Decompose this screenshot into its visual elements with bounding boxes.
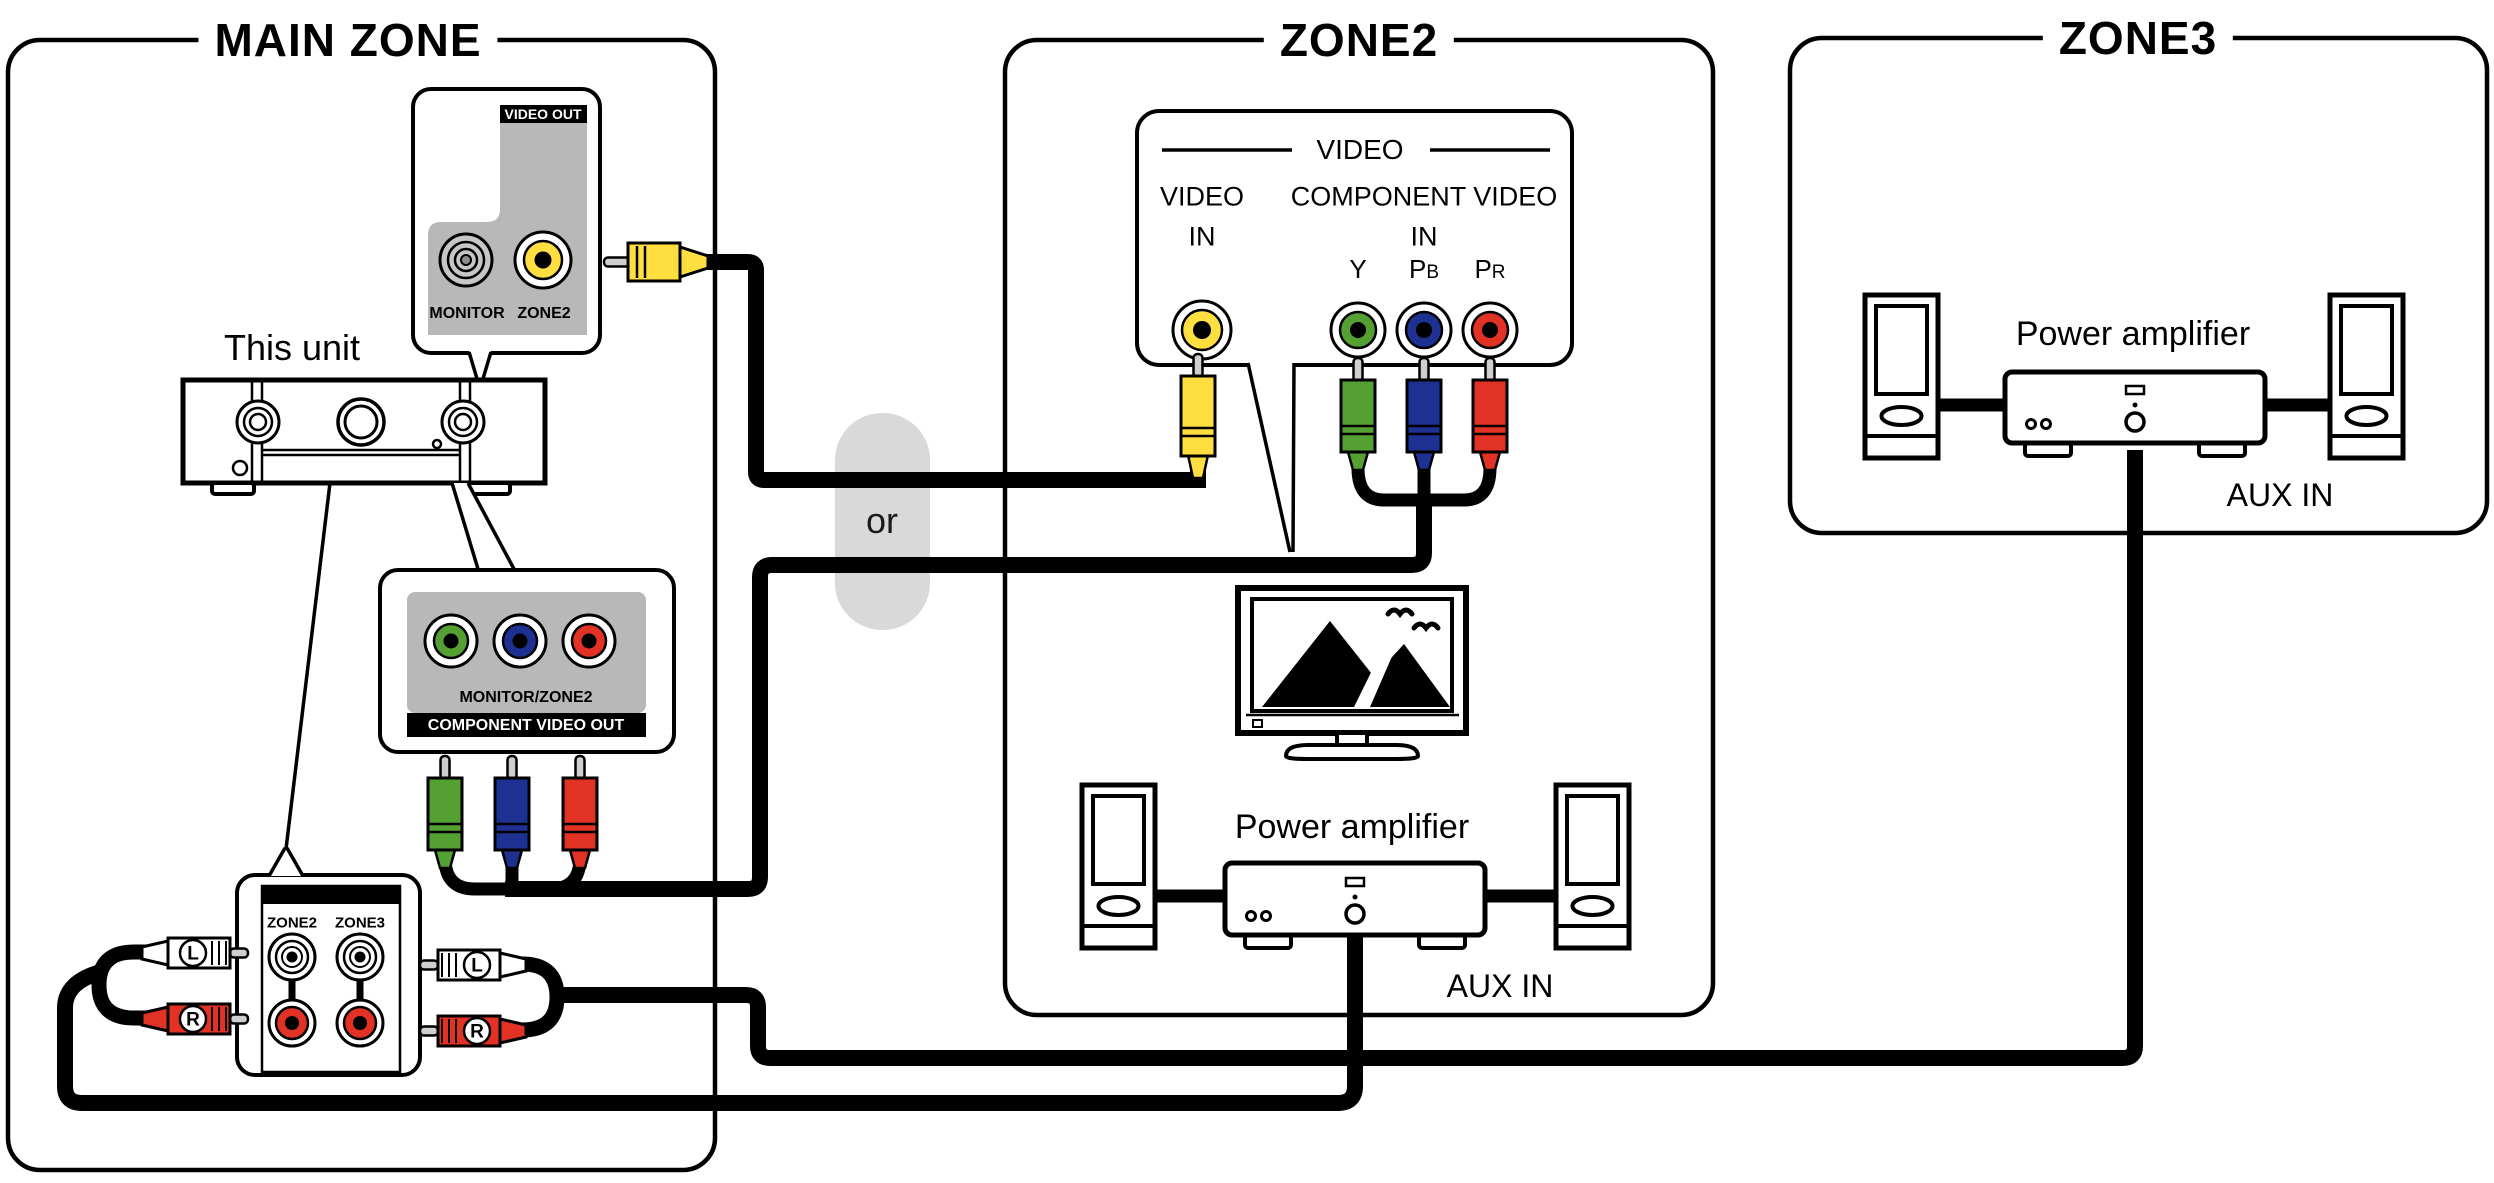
- video-out-chip-bg: [500, 105, 587, 123]
- audio-panel-top-bar: [262, 886, 400, 904]
- component-plug-green: [426, 754, 464, 870]
- tv-picture: [1262, 607, 1450, 707]
- zone2-video-header: VIDEO: [1316, 134, 1404, 165]
- zone2-plug-blue: [1405, 356, 1443, 472]
- video-out-callout-pointer: [467, 351, 493, 383]
- zone2-video-in-jack: [1171, 299, 1233, 361]
- component-panel-line1: MONITOR/ZONE2: [459, 689, 593, 706]
- zone3-power-amplifier-label: Power amplifier: [2015, 315, 2251, 353]
- component-out-chip-bg: [407, 713, 646, 737]
- zone2-power-amplifier-label: Power amplifier: [1234, 808, 1470, 846]
- audio-plug-l-left: [140, 936, 250, 970]
- y-jack-label: Y: [1349, 254, 1367, 284]
- zone2-video-in-line1: VIDEO: [1159, 181, 1245, 212]
- right-plug-r-letter: R: [470, 1021, 484, 1043]
- zone2-left-speaker: [1079, 782, 1158, 951]
- zone2-component-line1: COMPONENT VIDEO: [1290, 181, 1558, 212]
- component-out-jack-pr: [561, 613, 617, 669]
- zone2-component-jack-pb: [1395, 301, 1453, 359]
- audio-plug-r-right: [418, 1014, 528, 1048]
- pr-sub: R: [1491, 262, 1506, 283]
- audio-plug-r-left: [140, 1002, 250, 1036]
- zone2-component-jack-y: [1329, 301, 1387, 359]
- pb-sub: B: [1426, 262, 1440, 283]
- audio-plugs-left-pair: [140, 936, 250, 1036]
- zone2-video-out-jack: [513, 230, 573, 290]
- yellow-rca-plug-main: [602, 241, 710, 283]
- tv: [1235, 585, 1469, 761]
- audio-panel-zone3-label: ZONE3: [334, 914, 386, 932]
- zone2-audio-jack-r: [267, 998, 317, 1048]
- receiver-knob-left: [235, 399, 281, 445]
- left-plug-r-letter: R: [186, 1009, 200, 1031]
- zone3-audio-cable: [557, 450, 2143, 1066]
- zone2-jack-label: ZONE2: [517, 305, 571, 322]
- pr-jack-label: PR: [1474, 256, 1505, 282]
- left-plug-l-letter: L: [187, 943, 199, 965]
- pb-jack-label: PB: [1409, 256, 1439, 282]
- receiver-knob-right: [440, 399, 486, 445]
- zone2-component-jack-pr: [1461, 301, 1519, 359]
- audio-out-panel: [235, 847, 422, 1077]
- zone2-panel-callout-pointer: [1246, 362, 1296, 553]
- pb-main: P: [1408, 254, 1427, 284]
- bird-icon: [1411, 621, 1441, 633]
- or-pill: [835, 413, 930, 630]
- zone3-audio-jack-l: [335, 932, 385, 982]
- component-panel-chip: COMPONENT VIDEO OUT: [427, 717, 625, 734]
- monitor-jack-label: MONITOR: [429, 305, 505, 322]
- zone3-left-speaker: [1862, 292, 1941, 461]
- zone2-video-in-line2: IN: [1188, 221, 1216, 252]
- right-plug-l-letter: L: [471, 955, 483, 977]
- pr-main: P: [1474, 254, 1492, 284]
- zone3-right-speaker: [2327, 292, 2406, 461]
- zone2-audio-jack-l: [267, 932, 317, 982]
- yellow-rca-plug-zone2: [1179, 352, 1217, 480]
- this-unit-label: This unit: [223, 327, 361, 368]
- receiver-knob-center: [336, 397, 386, 447]
- zone2-power-amplifier: [1222, 860, 1488, 950]
- zone2-plug-red: [1471, 356, 1509, 472]
- composite-video-cable: [704, 254, 1206, 488]
- audio-panel-zone2-label: ZONE2: [266, 914, 318, 932]
- zone2-plug-green: [1339, 356, 1377, 472]
- component-out-jack-pb: [492, 613, 548, 669]
- video-out-panel: [411, 87, 602, 383]
- component-plugs-main: [426, 754, 599, 870]
- audio-panel-callout-pointer: [267, 847, 305, 877]
- zone2-audio-cable: [57, 930, 1363, 1111]
- component-out-panel: [378, 568, 676, 754]
- bird-icon: [1385, 607, 1415, 619]
- cables: [57, 254, 2332, 1111]
- zone2-title: ZONE2: [1263, 17, 1455, 63]
- component-out-jack-y: [423, 613, 479, 669]
- zone3-aux-in-label: AUX IN: [2226, 477, 2334, 513]
- receiver-to-component-callout: [450, 482, 516, 570]
- component-plug-red: [561, 754, 599, 870]
- audio-plug-l-right: [418, 948, 528, 982]
- receiver-to-audio-callout-line: [284, 482, 332, 850]
- zone3-power-amplifier: [2002, 369, 2268, 458]
- zone2-component-line2: IN: [1410, 221, 1438, 252]
- receiver-unit: [180, 377, 548, 496]
- zone3-title: ZONE3: [2042, 15, 2234, 61]
- zone2-right-speaker: [1553, 782, 1632, 951]
- component-plug-blue: [493, 754, 531, 870]
- component-plugs-zone2: [1339, 356, 1509, 472]
- or-label: or: [865, 500, 899, 541]
- zone3-audio-jack-r: [335, 998, 385, 1048]
- video-out-chip: VIDEO OUT: [504, 106, 582, 122]
- monitor-out-jack: [438, 232, 494, 288]
- main-zone-title: MAIN ZONE: [198, 17, 498, 63]
- zone2-aux-in-label: AUX IN: [1446, 968, 1554, 1004]
- component-video-cable: [505, 500, 1432, 897]
- audio-plugs-right-pair: [418, 948, 528, 1048]
- zone2-video-panel: [1135, 109, 1574, 553]
- zone2-audio-cable-loop: [91, 944, 168, 1026]
